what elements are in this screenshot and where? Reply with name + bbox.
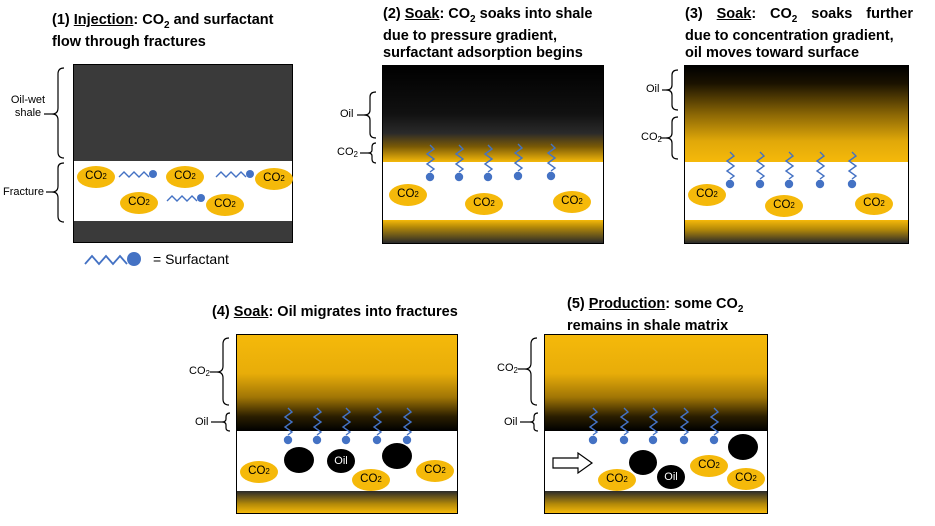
- surfactant-icon: [546, 143, 557, 181]
- oil-droplet: [284, 447, 314, 473]
- shale-bottom: [545, 491, 767, 513]
- panel-4-title: (4) Soak: Oil migrates into fractures: [212, 304, 458, 320]
- oil-label: Oil: [195, 416, 209, 428]
- fracture-label: Fracture: [3, 186, 44, 198]
- co2-label: CO2: [337, 146, 358, 159]
- co2-label: CO2: [497, 362, 518, 375]
- oil-label: Oil: [340, 108, 354, 120]
- shale-bottom: [237, 491, 457, 513]
- co2-label: CO2: [189, 365, 210, 378]
- shale-bottom: [685, 220, 908, 243]
- shale-layer: [74, 65, 292, 161]
- surfactant-icon: [215, 170, 254, 178]
- surfactant-icon: [847, 151, 858, 189]
- oil-droplet: Oil: [656, 464, 686, 490]
- surfactant-icon: [341, 407, 352, 445]
- panel-1-diagram: [73, 64, 293, 243]
- oil-droplet: [382, 443, 412, 469]
- panel-5-title: (5) Production: some CO2 remains in shal…: [567, 296, 744, 334]
- oil-droplet: Oil: [326, 448, 356, 474]
- surfactant-icon: [483, 144, 494, 182]
- surfactant-icon: [166, 194, 205, 202]
- oil-droplet: [728, 434, 758, 460]
- panel-3-diagram: [684, 65, 909, 244]
- surfactant-icon: [283, 407, 294, 445]
- surfactant-icon: [588, 407, 599, 445]
- surfactant-icon: [815, 151, 826, 189]
- surfactant-icon: [709, 407, 720, 445]
- oil-droplet: [629, 450, 657, 475]
- flow-arrow-icon: [552, 451, 594, 475]
- shale-layer-bottom: [74, 221, 292, 242]
- surfactant-icon: [402, 407, 413, 445]
- surfactant-icon: [372, 407, 383, 445]
- shale-gradient: [685, 66, 908, 162]
- oil-label: Oil: [504, 416, 518, 428]
- shale-gradient: [383, 66, 603, 162]
- legend-surfactant-label: = Surfactant: [153, 251, 229, 267]
- surfactant-icon: [755, 151, 766, 189]
- surfactant-icon: [84, 252, 141, 266]
- surfactant-icon: [619, 407, 630, 445]
- surfactant-icon: [312, 407, 323, 445]
- shale-gradient: [545, 335, 767, 431]
- panel-3-title: (3) Soak: CO2 soaks further due to conce…: [685, 6, 913, 61]
- surfactant-icon: [425, 144, 436, 182]
- surfactant-icon: [784, 151, 795, 189]
- panel-1-title: (1) Injection: CO2 and surfactant flow t…: [52, 12, 274, 50]
- oil-label: Oil: [646, 83, 660, 95]
- surfactant-icon: [454, 144, 465, 182]
- surfactant-icon: [725, 151, 736, 189]
- shale-bottom: [383, 220, 603, 243]
- surfactant-icon: [513, 143, 524, 181]
- surfactant-icon: [648, 407, 659, 445]
- panel-2-title: (2) Soak: CO2 soaks into shale due to pr…: [383, 6, 593, 61]
- co2-label: CO2: [641, 131, 662, 144]
- surfactant-icon: [679, 407, 690, 445]
- surfactant-icon: [118, 170, 157, 178]
